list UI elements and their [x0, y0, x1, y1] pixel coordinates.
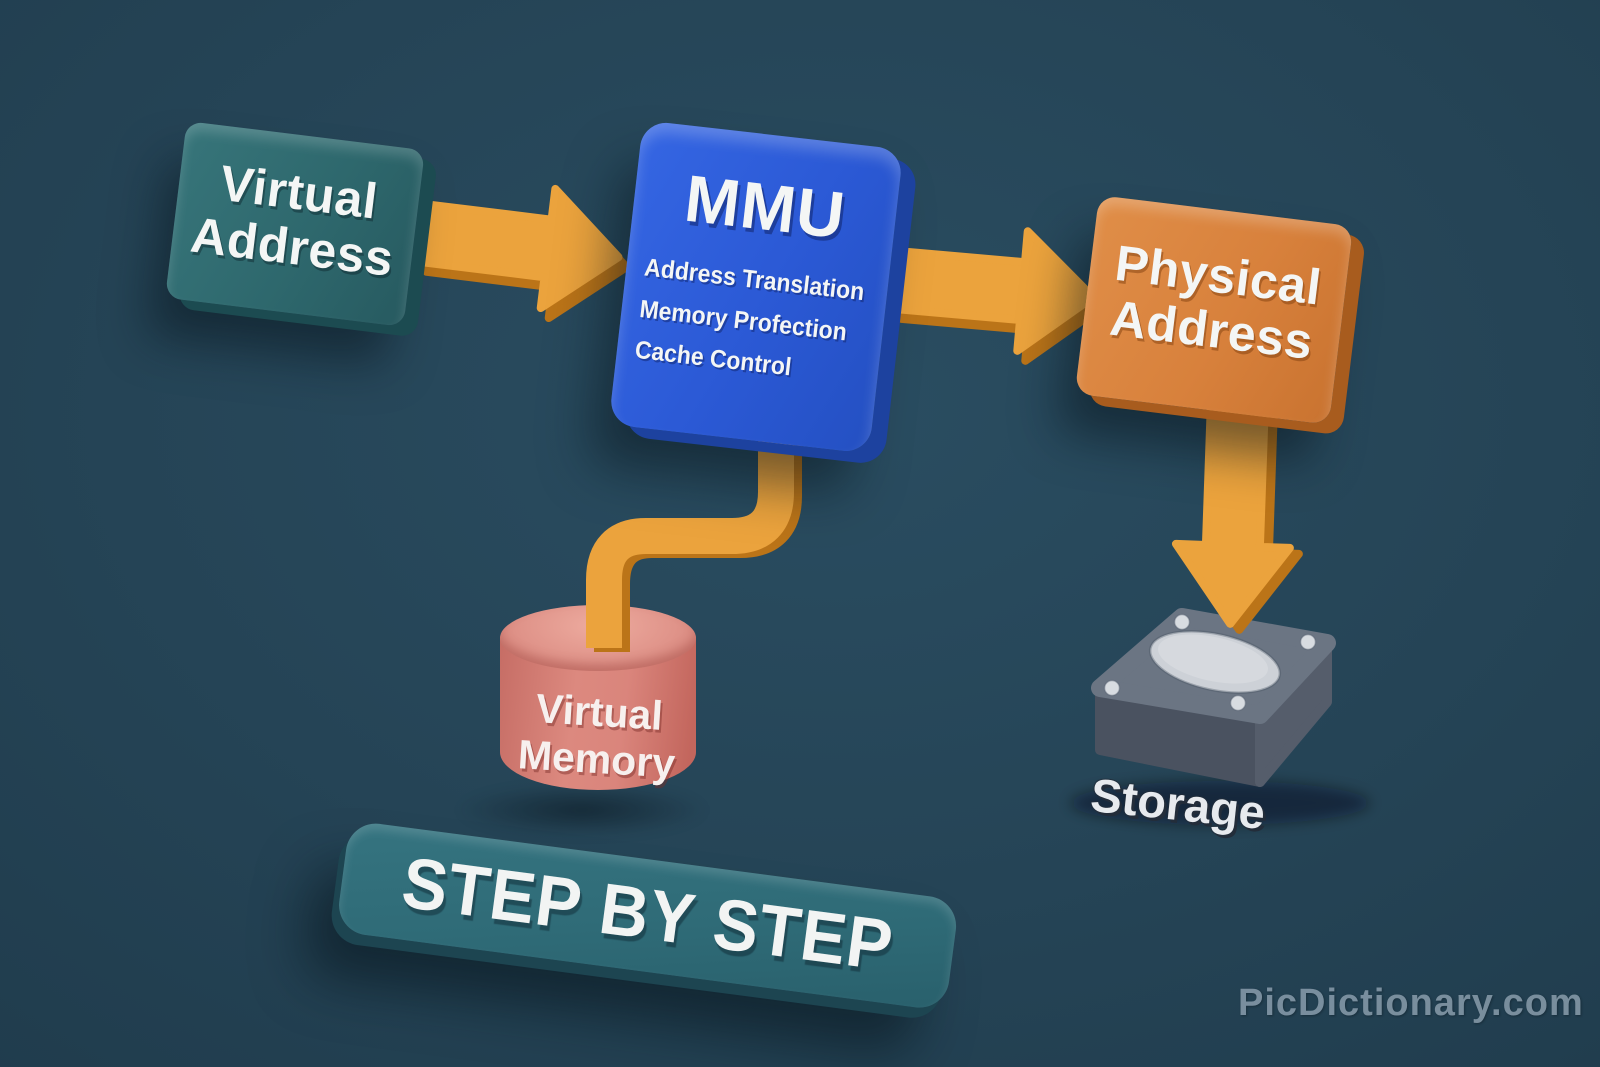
mmu-box: MMU Address Translation Memory Profectio… [608, 120, 904, 454]
virtual-memory-label-line1: Virtual [534, 685, 665, 739]
virtual-memory-label-line2: Memory [516, 730, 677, 787]
arrow-side-face [422, 194, 631, 323]
mmu-function-list: Address Translation Memory Profection Ca… [633, 247, 870, 396]
virtual-address-label: Virtual Address [170, 151, 422, 289]
physical-address-box: Physical Address [1074, 195, 1354, 425]
flow-arrow-mmu-to-pa [889, 227, 1106, 365]
virtual-memory-cylinder: Virtual Memory [500, 605, 696, 810]
virtual-memory-cylinder-top [500, 605, 696, 671]
watermark-text: PicDictionary.com [1238, 982, 1584, 1024]
flow-arrow-va-to-mmu [414, 184, 631, 323]
virtual-memory-label: Virtual Memory [497, 683, 698, 788]
step-by-step-banner: STEP BY STEP [335, 820, 960, 1012]
storage-device [1070, 608, 1370, 825]
physical-address-label: Physical Address [1081, 233, 1348, 373]
storage-shadow [1070, 781, 1370, 825]
virtual-memory-shadow [452, 782, 712, 838]
arrow-front-face [889, 227, 1098, 355]
virtual-address-box: Virtual Address [165, 121, 425, 327]
step-by-step-banner-text: STEP BY STEP [397, 842, 898, 987]
storage-rivet [1103, 679, 1121, 697]
mmu-title: MMU [681, 160, 850, 253]
storage-rivet [1173, 613, 1191, 631]
arrow-side-face [897, 237, 1106, 365]
storage-rivet [1299, 633, 1317, 651]
storage-platter-highlight [1158, 634, 1268, 684]
storage-rivet [1229, 694, 1247, 712]
arrow-front-face [414, 184, 623, 313]
